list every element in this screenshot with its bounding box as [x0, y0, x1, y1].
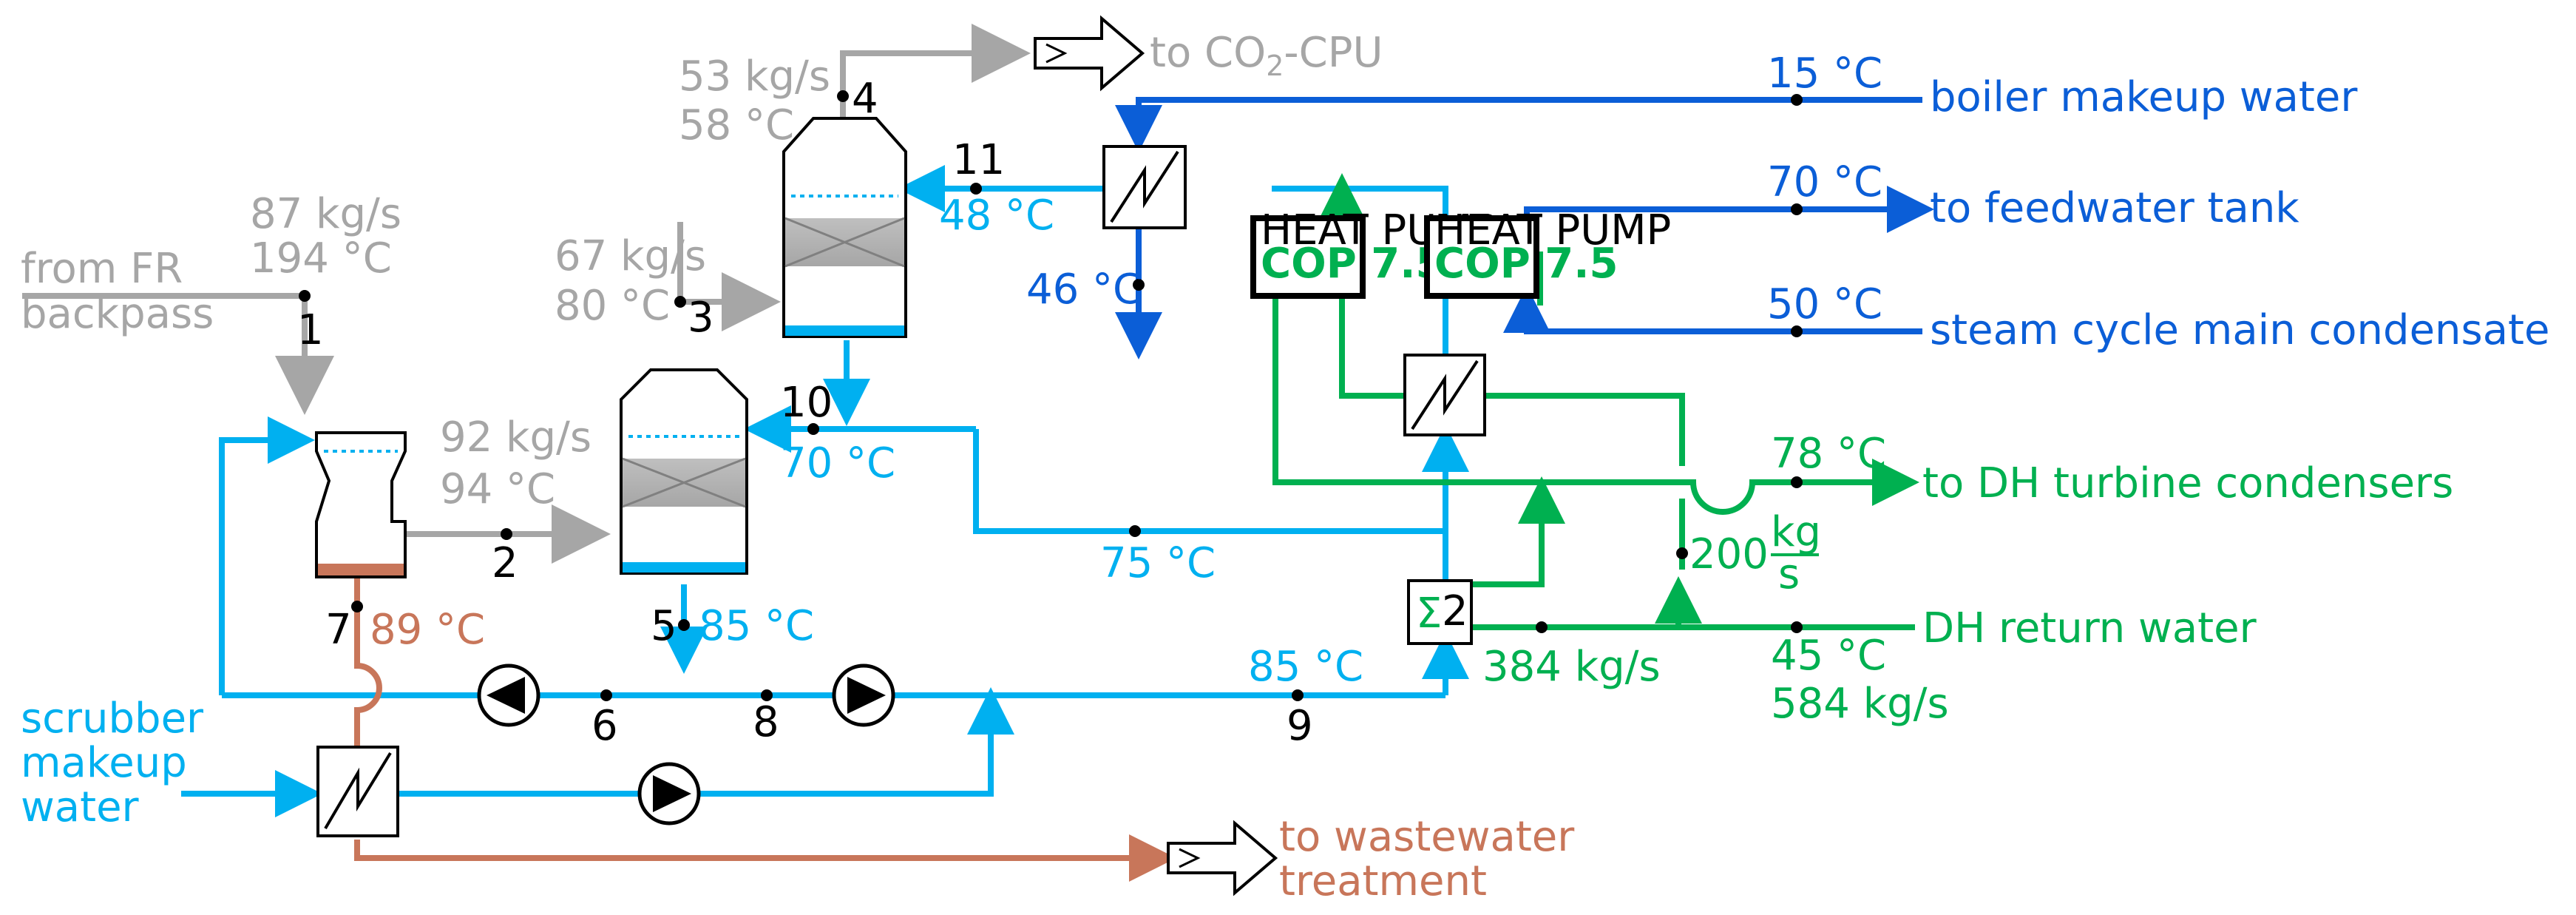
pump-recirc-2	[832, 664, 895, 727]
steam-condensate-label: steam cycle main condensate	[1930, 306, 2549, 354]
heat-pump-2: HEAT PUMP COP 7.5	[1424, 206, 1671, 299]
flow-200-unit-den: s	[1778, 550, 1800, 598]
scrubber-1-vessel	[620, 368, 748, 575]
labels: from FR backpass 87 kg/s 194 °C 1 92 kg/…	[21, 29, 2549, 905]
stream-4-flow: 53 kg/s	[679, 53, 830, 101]
scrubber-makeup-label-2: makeup	[21, 739, 187, 787]
stream-1-temp: 194 °C	[250, 234, 392, 283]
makeup-to-recirc-line	[399, 687, 1014, 797]
mixer-digit: 2	[1442, 587, 1468, 635]
stream-2-temp: 94 °C	[440, 465, 555, 513]
heat-pump-1-cop: COP 7.5	[1261, 240, 1444, 288]
to-feedwater-label: to feedwater tank	[1930, 184, 2299, 232]
heat-pump-2-label: HEAT PUMP	[1434, 206, 1671, 254]
stream-10-id: 10	[780, 379, 833, 427]
quench-sump-outlet	[354, 575, 382, 747]
pump-makeup	[637, 762, 701, 825]
stream-4-temp: 58 °C	[679, 101, 794, 149]
to-wastewater-line	[354, 834, 1176, 882]
boiler-makeup-label: boiler makeup water	[1930, 73, 2358, 121]
stream-11-temp: 48 °C	[939, 192, 1054, 240]
stream-node-markers	[299, 90, 1803, 701]
stream-7-id: 7	[325, 606, 352, 654]
flow-584: 584 kg/s	[1771, 680, 1949, 728]
stream-3-id: 3	[688, 294, 714, 342]
scrubber-makeup-label-3: water	[21, 783, 140, 831]
to-cpu-arrow	[1034, 15, 1145, 92]
dh-heat-exchanger	[1403, 354, 1486, 436]
stream-3-flow: 67 kg/s	[555, 232, 706, 280]
flow-200-value: 200	[1689, 530, 1769, 578]
temp-15: 15 °C	[1767, 50, 1882, 98]
hx-outlet-green	[1485, 393, 1685, 466]
stream-8-id: 8	[753, 698, 779, 746]
stream-2-id: 2	[492, 539, 518, 587]
mixer-out-green	[1471, 476, 1565, 587]
from-fr-label: from FR	[21, 245, 183, 293]
stream-9-temp: 85 °C	[1248, 643, 1363, 691]
heat-pump-1: HEAT PUMP COP 7.5	[1250, 206, 1497, 299]
to-wastewater-label-2: treatment	[1279, 857, 1487, 905]
boiler-water-lines	[1115, 97, 1934, 359]
line-75c	[973, 429, 1445, 534]
stream-3-temp: 80 °C	[555, 282, 670, 330]
quench-sump-liquid	[318, 564, 404, 575]
stream-9-id: 9	[1287, 702, 1313, 750]
temp-46: 46 °C	[1026, 266, 1142, 314]
boiler-makeup-heat-exchanger	[1102, 145, 1187, 229]
wastewater-lines	[354, 575, 1176, 882]
stream-7-temp: 89 °C	[370, 606, 485, 654]
temp-45: 45 °C	[1771, 632, 1886, 680]
quench-vessel	[315, 431, 407, 578]
mixer-sigma-icon: Σ	[1416, 590, 1442, 638]
temp-75: 75 °C	[1100, 539, 1216, 587]
stream-2-flow: 92 kg/s	[440, 413, 592, 462]
scrubber-makeup-label-1: scrubber	[21, 695, 204, 743]
to-dh-condensers-line	[1272, 296, 1919, 515]
stream-10-temp: 70 °C	[780, 439, 895, 487]
dh-return-label: DH return water	[1922, 604, 2257, 652]
mixer-unit: Σ 2	[1407, 579, 1473, 645]
to-dh-label: to DH turbine condensers	[1922, 459, 2453, 507]
pump-recirc-1	[477, 664, 540, 727]
heat-pump-2-cop: COP 7.5	[1434, 240, 1618, 288]
temp-70: 70 °C	[1767, 158, 1882, 206]
main-condensate-line	[1503, 286, 1922, 334]
to-wastewater-label-1: to wastewater	[1279, 813, 1575, 861]
to-cpu-label: to CO2-CPU	[1150, 29, 1383, 82]
makeup-heat-exchanger	[316, 746, 399, 837]
dh-water-lines	[1272, 173, 1919, 630]
stream-5-id: 5	[651, 602, 677, 650]
stream-4-id: 4	[852, 75, 878, 123]
boiler-makeup-inlet	[1115, 97, 1922, 152]
stream-6-id: 6	[592, 702, 618, 750]
temp-50: 50 °C	[1767, 280, 1882, 328]
temp-78: 78 °C	[1771, 430, 1886, 478]
scrubber-2-vessel	[782, 117, 907, 338]
stream-5-temp: 85 °C	[699, 602, 814, 650]
to-wastewater-arrow	[1167, 820, 1278, 897]
backpass-label: backpass	[21, 290, 214, 338]
hx-to-hp1-line-a	[1339, 296, 1405, 399]
stream-1-id: 1	[297, 306, 324, 354]
stream-1-flow: 87 kg/s	[250, 190, 401, 238]
flow-384: 384 kg/s	[1482, 643, 1661, 691]
flow-200-unit-num: kg	[1771, 508, 1821, 556]
recirc-to-quench-line	[219, 416, 315, 695]
stream-11-id: 11	[952, 136, 1005, 184]
